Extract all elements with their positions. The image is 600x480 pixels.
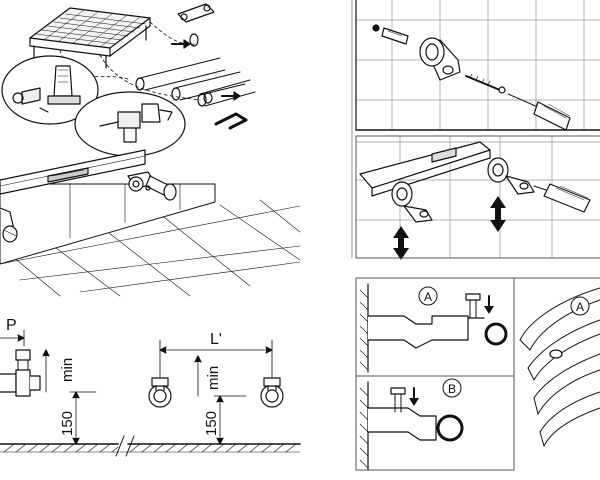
- wall-bracket: [419, 37, 461, 81]
- label-a-circle: [418, 286, 438, 306]
- wall-bracket-part: [177, 3, 215, 23]
- fitting-right-circle: [260, 339, 284, 408]
- radiator-tubes: [135, 33, 256, 107]
- floor-tiles: [0, 199, 301, 297]
- label-b-circle: [442, 378, 462, 398]
- label-a: A: [424, 290, 432, 304]
- height-150-line-left: [69, 391, 97, 445]
- panel-frame-middle: [355, 135, 600, 259]
- wall-pipe-perspective: [0, 149, 301, 297]
- break-mark: [115, 435, 135, 457]
- valve-detail-callout-2: [74, 91, 186, 157]
- left-pipe-fitting: [0, 349, 41, 397]
- floor-line: [0, 435, 301, 457]
- dimension-150-label-right: 150: [203, 411, 220, 436]
- exploded-radiator-illustration: [1, 3, 256, 157]
- radiator-curved-rails: A: [519, 287, 600, 447]
- dimension-150-label-left: 150: [59, 411, 76, 436]
- mounting-detail-a-b: A B A: [355, 277, 600, 471]
- left-valve: [0, 207, 18, 243]
- panel-bracket-mounting: [355, 0, 600, 131]
- hex-key-icon: [214, 112, 248, 130]
- wall-hatch: [359, 289, 369, 371]
- bracket-right: [487, 157, 535, 195]
- adjust-up-down-arrow: [393, 196, 506, 260]
- dimension-min-label-left: min: [59, 358, 76, 382]
- label-a-side: A: [576, 300, 584, 314]
- horizontal-pipe: [0, 149, 146, 195]
- panel-level-adjustment: [355, 135, 600, 260]
- valve-detail-callout-1: [1, 55, 99, 125]
- dimension-l-prime-label: L': [210, 331, 222, 348]
- bracket-left: [391, 181, 433, 223]
- label-b: B: [448, 382, 456, 396]
- label-a-side-circle: [570, 296, 590, 316]
- spirit-level: [359, 141, 491, 197]
- wall-hatch: [359, 387, 369, 469]
- detail-b-section: B: [359, 378, 464, 471]
- fitting-left-circle: [148, 339, 172, 408]
- radiator-panel: [29, 7, 151, 69]
- right-valve: [127, 171, 177, 201]
- dimension-p-label: P: [6, 317, 17, 334]
- dimension-min-label-right: min: [205, 366, 222, 390]
- wall-plug-icon: [381, 27, 409, 45]
- detail-a-section: A: [359, 283, 508, 373]
- screwdriver-icon: [533, 183, 591, 213]
- dimension-drawing: P min 150 L' min: [0, 317, 301, 457]
- wall-panel: [0, 183, 216, 265]
- screw-icon: [465, 75, 501, 91]
